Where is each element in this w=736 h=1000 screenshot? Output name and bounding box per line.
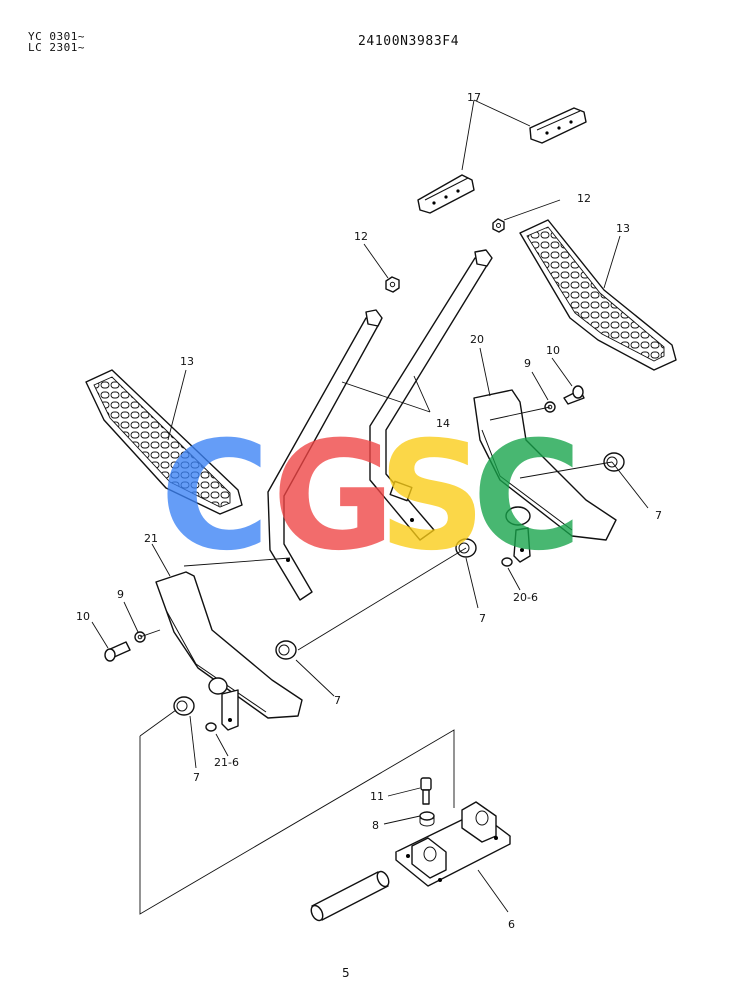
bolt-10-left [104,641,131,662]
watermark: C G S C [160,410,582,584]
watermark-letter-4: C [472,410,582,584]
pin-21-6 [205,722,217,732]
callout-11: 11 [370,790,384,803]
callout-14: 14 [436,417,450,430]
bushing-7-left-mid [275,640,297,660]
callout-20-6: 20-6 [513,591,538,604]
callout-20: 20 [470,333,484,346]
callout-21-6: 21-6 [214,756,239,769]
callout-8: 8 [372,819,379,832]
washer-8 [419,811,435,827]
callout-10-left: 10 [76,610,90,623]
pedal-21-left [155,571,303,731]
callout-7-center: 7 [479,612,486,625]
pin-20-6 [501,557,513,567]
callout-7-left-low: 7 [193,771,200,784]
tread-plate-13-left [85,369,243,515]
pedal-20-right [473,389,617,563]
callout-labels: 17 12 12 13 13 14 20 9 10 7 7 20-6 21 9 … [76,91,662,931]
drawing-code: 24100N3983F4 [358,34,460,49]
pedal-cover-17 [417,107,587,214]
pedal-arm-14-left [267,309,383,601]
callout-17: 17 [467,91,481,104]
callout-7-right-top: 7 [655,509,662,522]
callout-10-right: 10 [546,344,560,357]
callout-13-left: 13 [180,355,194,368]
nut-12-right [492,218,505,233]
watermark-letter-3: S [378,410,486,584]
callout-13-right: 13 [616,222,630,235]
callout-9-left: 9 [117,588,124,601]
model-range-line-2: LC 2301~ [28,41,85,54]
model-range-line-1: YC 0301~ [28,30,85,43]
bracket-6 [395,801,511,887]
tread-plate-13-right [519,219,677,371]
callout-7-left-mid: 7 [334,694,341,707]
bushing-7-right-top [603,452,625,472]
callout-9-right: 9 [524,357,531,370]
nut-12-left [385,276,400,293]
callout-12-right: 12 [577,192,591,205]
leader-lines [91,99,649,915]
shaft-5 [310,870,390,922]
callout-6: 6 [508,918,515,931]
callout-5: 5 [342,966,350,980]
watermark-letter-2: G [272,410,395,584]
callout-12-left: 12 [354,230,368,243]
bolt-10-right [563,385,585,405]
watermark-letter-1: C [160,410,270,584]
bushing-7-left-low [173,696,195,716]
bolt-11 [420,777,432,805]
pedal-arm-14-right [369,249,493,541]
callout-21: 21 [144,532,158,545]
